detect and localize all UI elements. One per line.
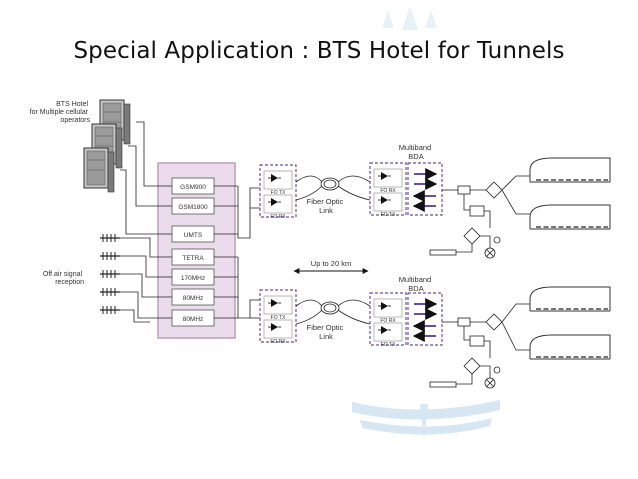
bts-hotel-label: BTS Hotel for Multiple cellular operator… [30,101,91,124]
splitter-diamond-icon [485,181,503,199]
fo-module-bottom: FO TX FO RX [259,289,297,345]
combiner-links [214,185,260,319]
yagi-antenna-icon [99,251,121,261]
bda-label-bottom: Multiband BDA [399,275,434,293]
band-label: UMTS [184,232,203,239]
bda-top: FO RX FO TX [369,162,443,218]
watermark-logo [352,6,500,440]
fiber-coil-icon [320,177,340,191]
fo-module-top: FO TX FO RX [259,164,297,220]
band-label: GSM900 [180,184,206,191]
band-label: 80MHz [183,316,204,323]
antennas [99,233,121,315]
svg-text:FO TX: FO TX [381,212,396,218]
band-label: TETRA [182,255,204,262]
bts-racks [83,99,131,193]
distribution-top [429,175,530,259]
svg-text:FO RX: FO RX [380,188,396,194]
svg-text:FO RX: FO RX [380,318,396,324]
bda-label-top: Multiband BDA [399,143,434,161]
slide-title: Special Application : BTS Hotel for Tunn… [73,38,565,64]
fiber-optic-label-top: Fiber Optic Link [307,197,346,215]
svg-text:FO TX: FO TX [381,342,396,348]
band-list: GSM900 GSM1800 UMTS TETRA 170MHz 80MHz 8… [171,177,215,327]
fiber-link-top [295,175,371,201]
antenna-feed-lines [120,237,172,323]
load-termination-icon [429,249,457,256]
splitter-diamond-icon [463,227,481,245]
splitter-diamond-icon [485,313,503,331]
svg-text:FO RX: FO RX [270,214,286,220]
svg-text:FO RX: FO RX [270,339,286,345]
load-termination-icon [429,381,457,388]
server-rack-icon [83,147,115,193]
bda-bottom: FO RX FO TX [369,292,443,348]
off-air-label: Off air signal reception [43,271,84,286]
tunnel-icon [529,334,611,360]
fiber-link-bottom [295,299,371,325]
yagi-antenna-icon [99,233,121,243]
tunnel-icon [529,157,611,183]
band-label: 80MHz [183,295,204,302]
tunnel-icon [529,204,611,230]
bts-feed-lines [120,121,172,235]
tunnel-icon [529,286,611,312]
yagi-antenna-icon [99,305,121,315]
svg-text:FO TX: FO TX [271,315,286,321]
fiber-optic-label-bottom: Fiber Optic Link [307,323,346,341]
band-label: 170MHz [181,275,205,282]
yagi-antenna-icon [99,269,121,279]
distribution-bottom [429,303,530,389]
band-label: GSM1800 [178,204,208,211]
fiber-coil-icon [320,301,340,315]
svg-text:FO TX: FO TX [271,190,286,196]
splitter-diamond-icon [463,357,481,375]
distance-label: Up to 20 km [311,259,351,268]
yagi-antenna-icon [99,287,121,297]
